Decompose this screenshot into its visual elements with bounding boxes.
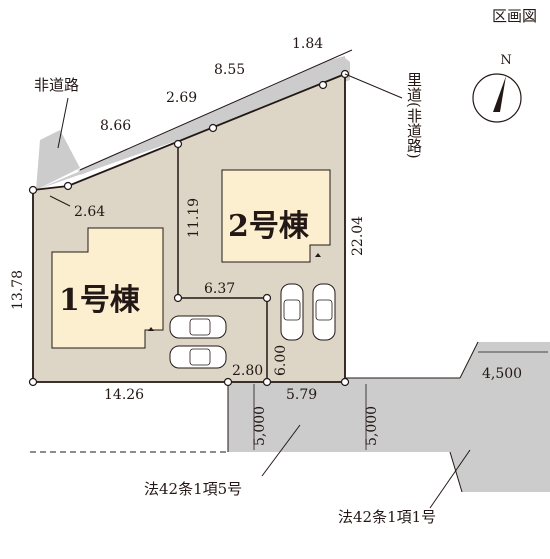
dim-bottom-side: 14.26 — [104, 387, 144, 403]
building-1 — [51, 227, 164, 349]
compass-icon: N — [472, 53, 522, 123]
dim-driveway-width: 2.80 — [232, 363, 263, 379]
road-1-lower-slope — [449, 451, 463, 493]
entrance-marker-1 — [148, 327, 154, 331]
dim-road-frontage: 5.79 — [286, 387, 317, 403]
corner-markers — [28, 69, 350, 387]
dim-left-side: 13.78 — [10, 270, 26, 310]
division-line — [177, 144, 268, 382]
leader-right-non-road — [344, 73, 403, 99]
label-left-non-road: 非道路 — [34, 76, 79, 94]
label-right-non-road: 里道(非道路) — [405, 72, 423, 159]
dim-road-width-c: 4,500 — [482, 366, 522, 382]
dim-driveway-depth: 6.00 — [273, 345, 289, 376]
dim-top-1: 1.84 — [292, 36, 323, 52]
left-non-road-strip — [36, 130, 80, 190]
dim-road-width-b: 5,000 — [364, 406, 380, 446]
car-2 — [169, 345, 227, 369]
label-road-1: 法42条1項1号 — [338, 508, 436, 526]
entrance-marker-2 — [315, 253, 321, 257]
car-3 — [280, 283, 304, 341]
label-road-5: 法42条1項5号 — [144, 480, 242, 498]
dim-inner-vertical: 11.19 — [186, 198, 202, 238]
lot-outline — [32, 72, 346, 383]
upper-road-top — [78, 56, 347, 175]
road-1 — [346, 342, 550, 492]
dim-top-4: 8.66 — [100, 118, 131, 134]
car-1 — [169, 315, 227, 339]
building-2-label: 2号棟 — [228, 209, 310, 244]
road-1-slope-edge — [459, 341, 479, 379]
building-1-label: 1号棟 — [59, 283, 141, 318]
dim-top-2: 8.55 — [214, 62, 245, 78]
dim-road-width-a: 5,000 — [252, 406, 268, 446]
dim-inner-horizontal: 6.37 — [204, 281, 235, 297]
leader-left-non-road — [57, 97, 69, 149]
compass-north-label: N — [500, 53, 511, 68]
upper-road-edge — [79, 49, 353, 171]
leader-road-1 — [429, 449, 471, 509]
dim-right-side: 22.04 — [350, 216, 366, 256]
car-4 — [312, 283, 336, 341]
dim-top-3: 2.69 — [166, 90, 197, 106]
road-5 — [228, 382, 346, 452]
leader-2.64 — [49, 195, 71, 207]
leader-road-5 — [261, 424, 301, 477]
dim-left-short: 2.64 — [74, 204, 105, 220]
building-2 — [221, 169, 331, 263]
page-title: 区画図 — [492, 7, 537, 25]
